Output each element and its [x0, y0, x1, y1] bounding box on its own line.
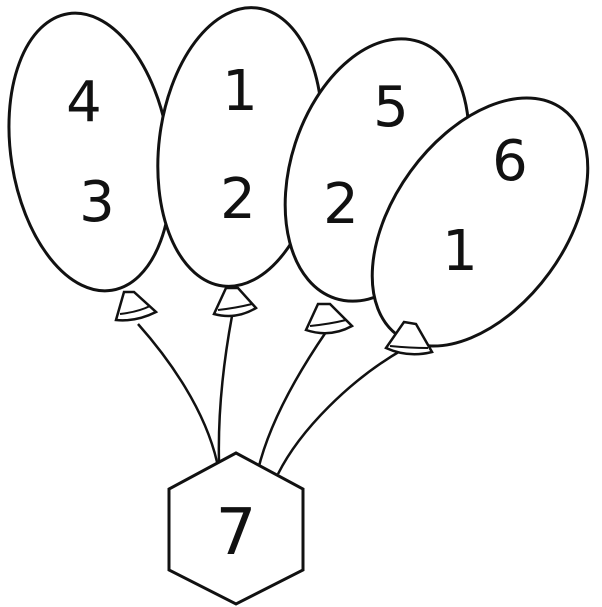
- string-4: [278, 350, 402, 474]
- string-1: [138, 324, 217, 462]
- balloon-3-bottom-number: 2: [323, 172, 359, 237]
- string-2: [219, 316, 232, 462]
- hexagon-number: 7: [216, 496, 257, 570]
- balloon-3-top-number: 5: [373, 75, 409, 140]
- balloon-4-bottom-number: 1: [442, 219, 478, 284]
- balloon-1-bottom-number: 3: [79, 170, 115, 235]
- balloon-2-bottom-number: 2: [220, 167, 256, 232]
- balloon-2-top-number: 1: [222, 59, 258, 124]
- hexagon: 7: [169, 453, 303, 604]
- balloon-1-top-number: 4: [66, 70, 102, 135]
- balloon-4-top-number: 6: [492, 129, 528, 194]
